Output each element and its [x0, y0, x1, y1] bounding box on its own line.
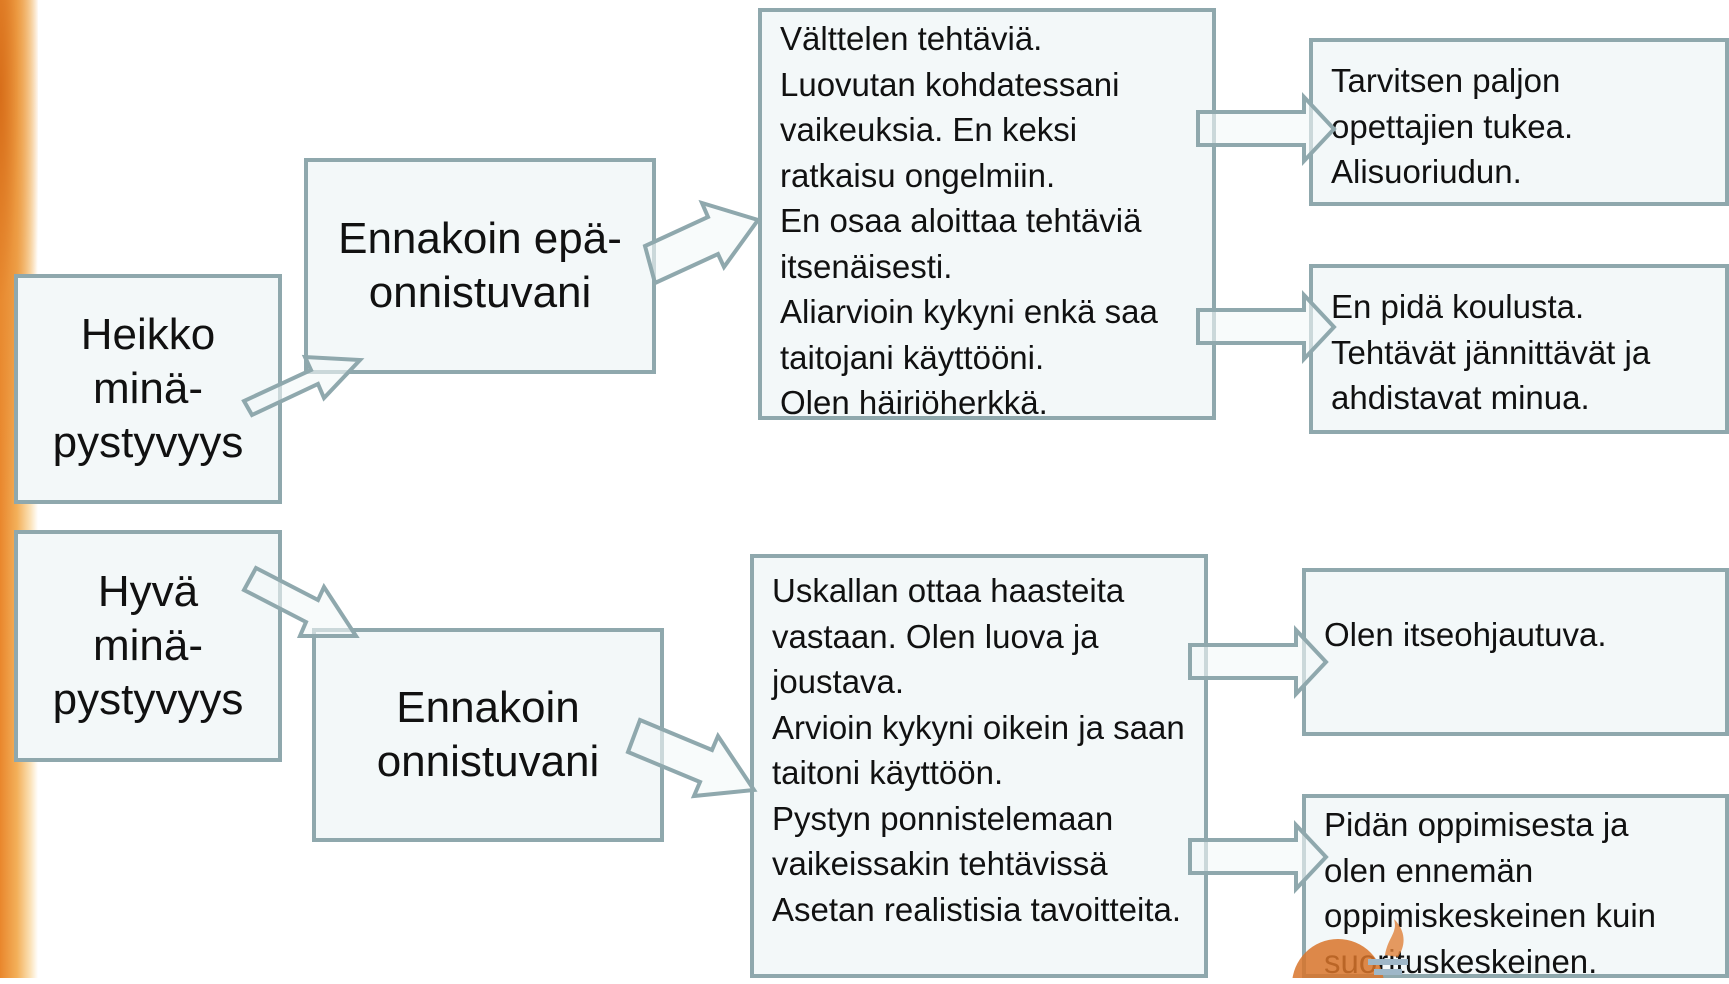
strong-behaviour-item: Asetan realistisia tavoitteita.	[772, 890, 1182, 928]
weak-outcome-school-box: En pidä koulusta. Tehtävät jännittävät j…	[1309, 264, 1729, 434]
strong-outcome-learning-text: Pidän oppimisesta ja olen ennemän oppimi…	[1324, 806, 1657, 980]
weak-self-efficacy-label: Heikko minä- pystyvyys	[52, 310, 244, 467]
strong-outcome-selfdirected-box: Olen itseohjautuva.	[1302, 568, 1729, 736]
weak-behaviour-item: Olen häiriöherkkä.	[780, 384, 1048, 421]
weak-behaviour-item: Aliarvioin kykyni enkä saa taitojani käy…	[780, 293, 1158, 376]
strong-self-efficacy-box: Hyvä minä- pystyvyys	[14, 530, 282, 762]
arrow-strong-to-outcome2	[1188, 819, 1329, 895]
weak-behaviour-item: Luovutan kohdatessani vaikeuksia. En kek…	[780, 65, 1120, 194]
strong-behaviour-item: Arvioin kykyni oikein ja saan taitoni kä…	[772, 708, 1185, 792]
arrow-expect-success-to-behaviours	[625, 717, 758, 799]
weak-outcome-support-text: Tarvitsen paljon opettajien tukea. Alisu…	[1331, 62, 1574, 190]
expect-failure-label: Ennakoin epä- onnistuvani	[338, 214, 622, 317]
expect-success-box: Ennakoin onnistuvani	[312, 628, 664, 842]
weak-self-efficacy-box: Heikko minä- pystyvyys	[14, 274, 282, 504]
weak-outcome-support-box: Tarvitsen paljon opettajien tukea. Alisu…	[1309, 38, 1729, 206]
weak-behaviour-item: En osaa aloittaa tehtäviä itsenäisesti.	[780, 202, 1142, 285]
expect-success-label: Ennakoin onnistuvani	[376, 683, 600, 786]
strong-behaviour-item: Pystyn ponnistelemaan vaikeissakin tehtä…	[772, 799, 1114, 883]
arrow-strong-to-expect	[241, 565, 360, 638]
arrow-weak-to-expect	[241, 354, 365, 418]
arrow-weak-to-outcome1	[1196, 91, 1337, 167]
strong-self-efficacy-label: Hyvä minä- pystyvyys	[52, 567, 244, 724]
strong-behaviours-box: Uskallan ottaa haasteita vastaan. Olen l…	[750, 554, 1208, 978]
weak-outcome-school-text: En pidä koulusta. Tehtävät jännittävät j…	[1331, 288, 1651, 416]
arrow-expect-failure-to-behaviours	[642, 199, 762, 286]
strong-outcome-selfdirected-text: Olen itseohjautuva.	[1324, 616, 1607, 653]
strong-outcome-learning-box: Pidän oppimisesta ja olen ennemän oppimi…	[1302, 794, 1729, 980]
strong-behaviour-item: Uskallan ottaa haasteita vastaan. Olen l…	[772, 572, 1125, 700]
weak-behaviour-item: Välttelen tehtäviä.	[780, 20, 1043, 57]
logo	[1290, 915, 1430, 978]
arrow-strong-to-outcome1	[1188, 624, 1329, 700]
weak-behaviours-box: Välttelen tehtäviä. Luovutan kohdatessan…	[758, 8, 1216, 421]
arrow-weak-to-outcome2	[1196, 289, 1337, 365]
